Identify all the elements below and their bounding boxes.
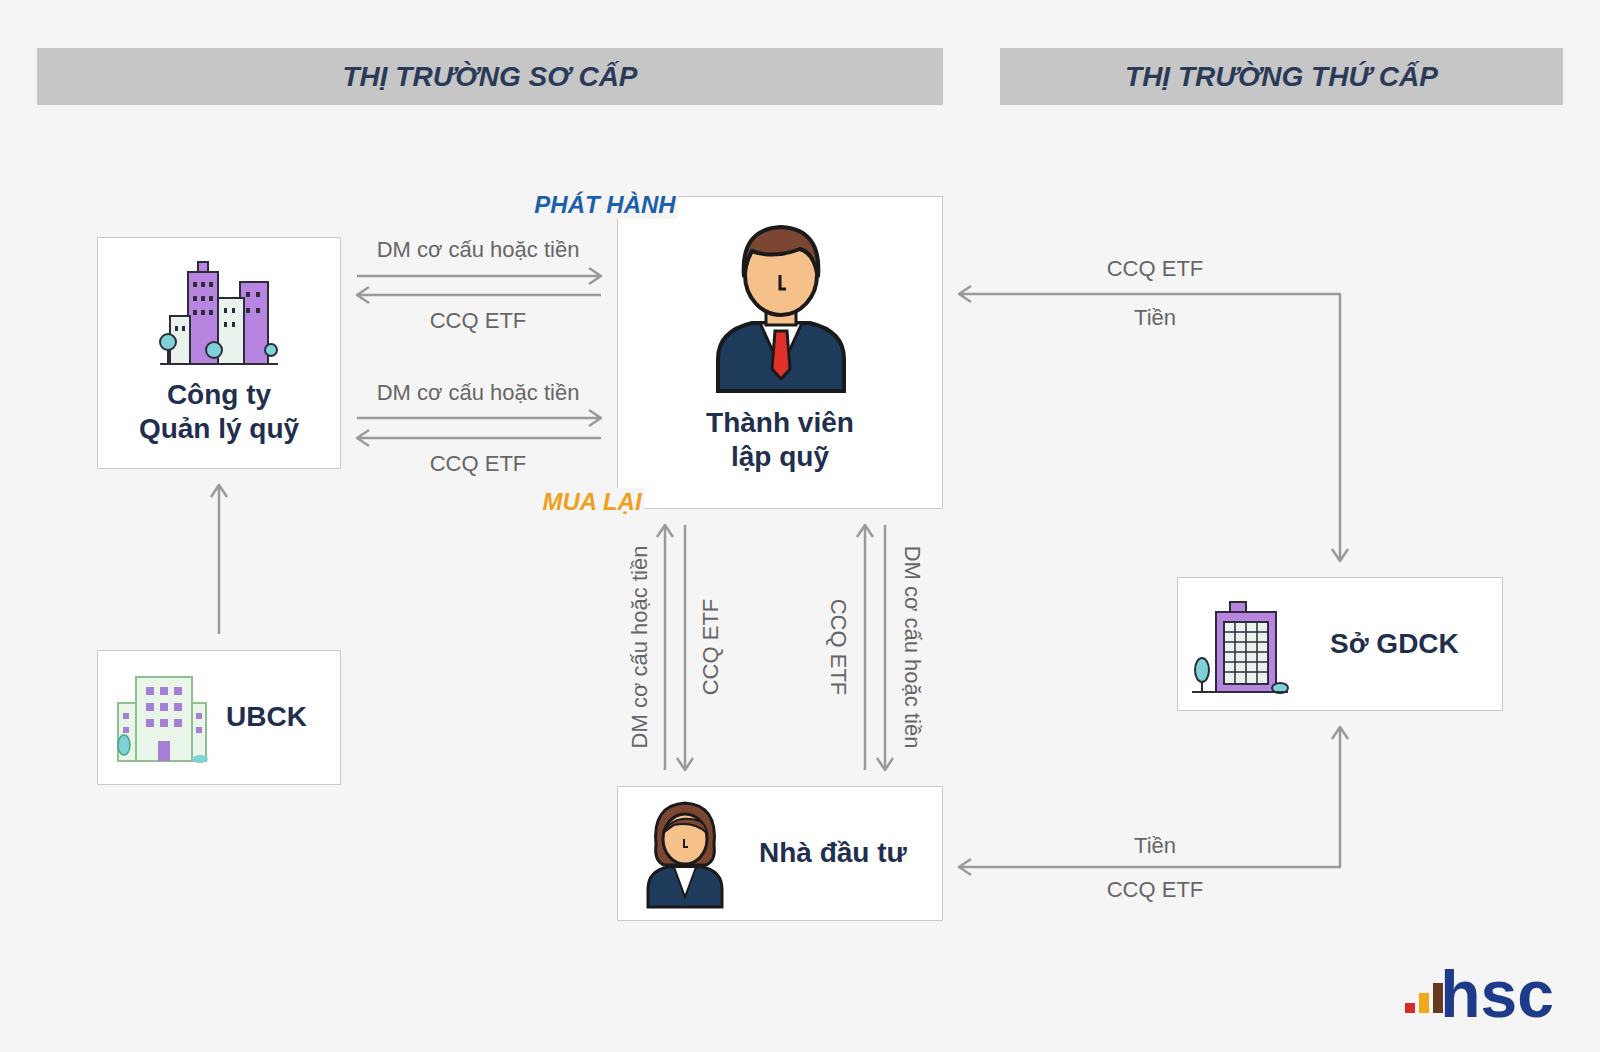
edge-label: DM cơ cấu hoặc tiền (377, 380, 580, 406)
edge-label: CCQ ETF (430, 451, 527, 477)
flow-arrow (357, 410, 601, 426)
band-title: THỊ TRƯỜNG SƠ CẤP (342, 61, 637, 93)
logo-square (1405, 1003, 1415, 1013)
flow-label: CCQ ETF (1107, 877, 1204, 903)
edge-label: DM cơ cấu hoặc tiền (899, 546, 925, 749)
market-band: THỊ TRƯỜNG THỨ CẤP (1000, 48, 1563, 105)
edge-label: DM cơ cấu hoặc tiền (627, 546, 653, 749)
node-title: UBCK (226, 700, 307, 734)
flow-arrow (677, 525, 693, 770)
entity-box: Thành viên lập quỹ (617, 196, 943, 509)
logo-square (1419, 993, 1429, 1013)
person-icon (644, 799, 726, 911)
entity-box: Sở GDCK (1177, 577, 1503, 711)
edge-label: CCQ ETF (430, 308, 527, 334)
edge-label: DM cơ cấu hoặc tiền (377, 237, 580, 263)
flow-arrow (357, 430, 601, 446)
node-title: Nhà đầu tư (759, 836, 907, 870)
building-icon (158, 256, 282, 368)
flow-arrow (959, 727, 1348, 875)
edge-label: Tiền (1134, 833, 1176, 859)
flow-label: Tiền (1134, 305, 1176, 331)
market-band: THỊ TRƯỜNG SƠ CẤP (37, 48, 943, 105)
step-label: MUA LẠI (539, 488, 644, 516)
person-icon (714, 219, 848, 395)
flow-arrow (211, 485, 227, 634)
logo-text: hsc (1440, 961, 1554, 1027)
flow-arrow (357, 287, 601, 303)
step-label: PHÁT HÀNH (531, 191, 678, 219)
band-title: THỊ TRƯỜNG THỨ CẤP (1125, 61, 1438, 93)
flow-arrow (657, 525, 673, 770)
entity-box: Nhà đầu tư (617, 786, 943, 921)
building-icon (1190, 596, 1290, 696)
flow-arrow (877, 525, 893, 770)
edge-label: CCQ ETF (825, 599, 851, 696)
flow-arrow (857, 525, 873, 770)
entity-box: Công ty Quản lý quỹ (97, 237, 341, 469)
edge-label: CCQ ETF (698, 599, 724, 696)
flow-arrow (357, 268, 601, 284)
flow-arrow (959, 286, 1348, 561)
edge-label: CCQ ETF (1107, 256, 1204, 282)
entity-box: UBCK (97, 650, 341, 785)
building-icon (114, 673, 210, 765)
node-title: Thành viên lập quỹ (692, 406, 868, 474)
node-title: Sở GDCK (1330, 627, 1459, 661)
node-title: Công ty Quản lý quỹ (131, 378, 307, 446)
